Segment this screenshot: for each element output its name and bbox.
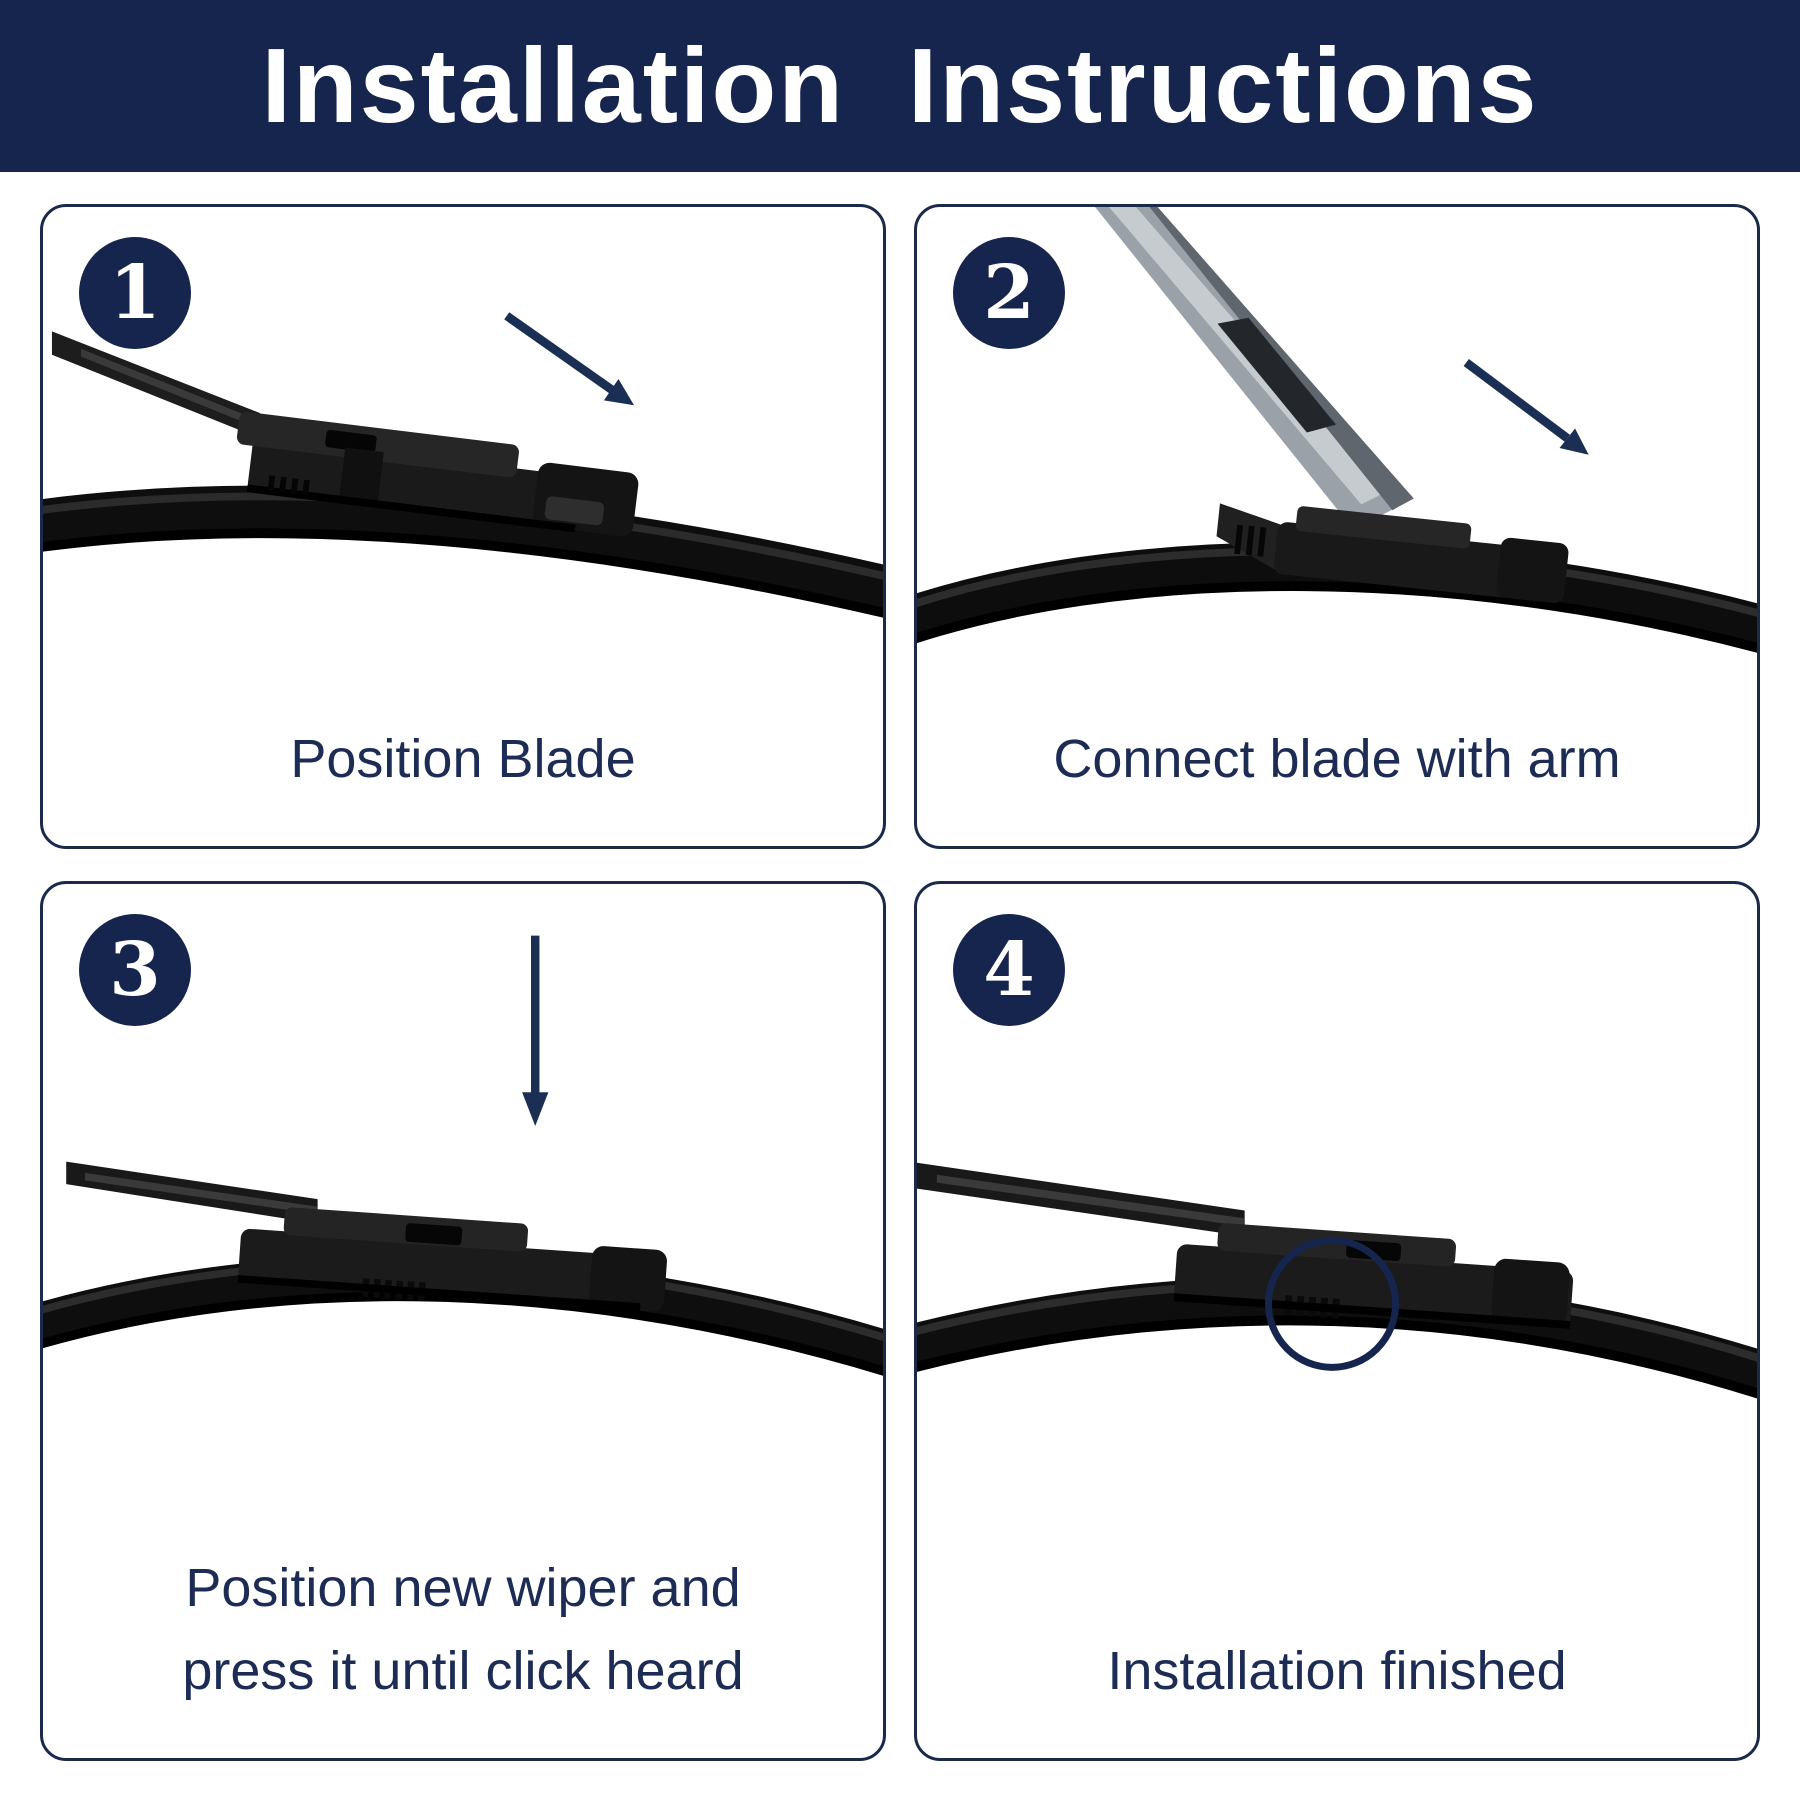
arrow-down-right-icon [504, 312, 635, 406]
step-2-badge: 2 [953, 237, 1065, 349]
highlight-circle-icon [1265, 1236, 1400, 1371]
wiper-arm [66, 1161, 318, 1224]
step-4-badge: 4 [953, 914, 1065, 1026]
step-1-panel: 1 [40, 204, 886, 849]
step-4-photo [917, 1162, 1757, 1399]
header-banner: Installation Instructions [0, 0, 1800, 172]
wiper-arm [917, 1162, 1245, 1237]
step-2-caption: Connect blade with arm [1053, 729, 1621, 790]
wiper-arm [51, 331, 260, 439]
wiper-arm [1095, 207, 1414, 530]
step-4-panel: 4 [914, 881, 1760, 1761]
step-1-badge: 1 [79, 237, 191, 349]
step-3-caption: Position new wiper and press it until cl… [182, 1557, 744, 1702]
blade-connector [236, 411, 639, 537]
step-4-caption: Installation finished [1107, 1641, 1567, 1702]
blade-connector [237, 1207, 667, 1312]
step-1-caption: Position Blade [290, 729, 636, 790]
step-3-badge: 3 [79, 914, 191, 1026]
arrow-down-right-icon [1463, 358, 1589, 455]
step-2-photo [917, 207, 1757, 653]
arrow-down-icon [522, 935, 549, 1127]
step-3-panel: 3 [40, 881, 886, 1761]
step-3-photo [43, 935, 883, 1376]
blade-connector [1216, 503, 1569, 603]
page-title: Installation Instructions [261, 26, 1539, 145]
step-1-photo [43, 312, 883, 618]
blade-connector [1173, 1223, 1574, 1329]
steps-grid: 1 [0, 172, 1800, 1761]
step-2-panel: 2 [914, 204, 1760, 849]
